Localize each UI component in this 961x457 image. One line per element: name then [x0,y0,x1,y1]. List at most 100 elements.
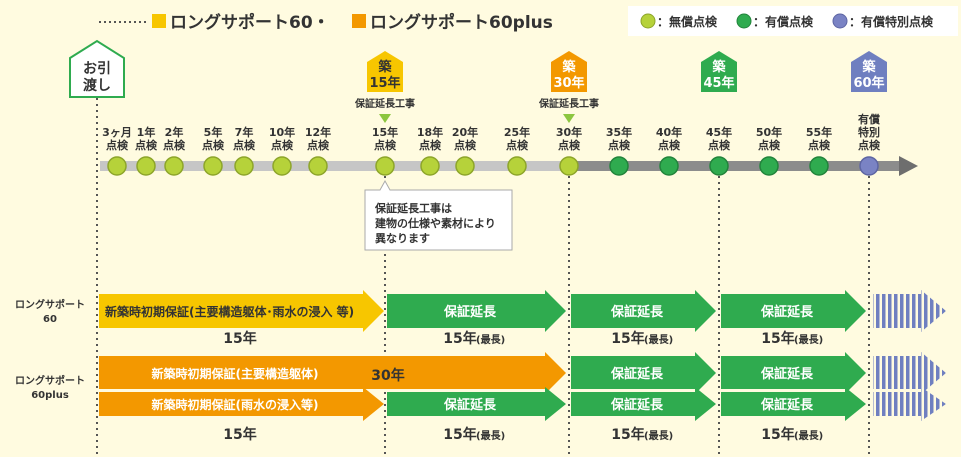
milestone-30-note: 保証延長工事 [538,97,599,110]
inspection-label-1: 55年 [806,125,832,139]
plan60-ext1-years: 15年 [443,330,476,347]
plan60plus-swatch [352,14,366,28]
plan60plus-ext2a-label: 保証延長 [610,366,664,382]
handover-line2: 渡し [83,77,111,94]
plan60-ext2-years: 15年 [611,330,644,347]
plan60plus-ext3b-arrow [721,387,866,421]
row-plan60plus: ロングサポート 60plus 新築時初期保証(主要構造躯体) 30年 新築時初期… [15,352,946,443]
legend-paid-label: ：有償点検 [753,14,814,29]
inspection-label-2: 点検 [307,138,330,152]
milestone-60-bottom: 60年 [853,75,884,91]
milestone-45-top: 築 [711,59,726,75]
inspection-label-2: 点検 [135,138,158,152]
inspection-label-1: 45年 [706,125,732,139]
inspection-label-1: 15年 [372,125,398,139]
inspection-dot [107,156,127,176]
plan60-swatch [152,14,166,28]
plan60plus-future-arrow-a [873,352,946,394]
inspection-dot [659,156,679,176]
inspection-label-1: 30年 [556,125,582,139]
inspection-label-1: 10年 [269,125,295,139]
milestone-30-house [551,51,587,92]
inspection-label-1: 20年 [452,125,478,139]
callout-box [364,179,513,251]
inspection-label-2: 点検 [419,138,442,152]
inspection-dot [859,156,879,176]
milestone-45-bottom: 45年 [703,75,734,91]
guide-lines [96,98,870,457]
inspection-label-2: 点検 [506,138,529,152]
milestone-45: 築 45年 [701,51,737,92]
plan60plus-ext1-label: 保証延長 [443,397,497,413]
plan60plus-future-arrow-b [873,387,946,421]
plan60-initial-arrow [99,290,384,332]
inspection-label-2: 点検 [233,138,256,152]
inspection-dot [136,156,156,176]
milestone-30: 築 30年 保証延長工事 [538,51,599,123]
plan60plus-structure-years: 30年 [371,367,404,384]
milestone-30-top: 築 [561,59,576,75]
row-plan60: ロングサポート 60 新築時初期保証(主要構造躯体･雨水の浸入 等) 15年 保… [15,290,946,347]
inspection-label-1: 5年 [204,125,223,139]
inspection-dot [375,156,395,176]
plan60plus-ext2-years: 15年 [611,426,644,443]
inspection-label-2: 点検 [163,138,186,152]
legend-special-label: ：有償特別点検 [849,14,934,29]
inspection-label-2: 点検 [271,138,294,152]
plan60plus-structure-label: 新築時初期保証(主要構造躯体) [152,366,319,381]
milestone-30-pointer [563,114,575,123]
inspection-label-1: 25年 [504,125,530,139]
plan60-ext2-arrow [571,290,716,332]
row-plan60plus-label2: 60plus [31,390,69,401]
inspection-label-2: 点検 [454,138,477,152]
plan60-label: ロングサポート60・ [170,12,330,33]
plan60-initial-years: 15年 [223,330,256,347]
inspection-dot [455,156,475,176]
plan60plus-ext2-suffix: (最長) [644,430,673,442]
plan60plus-ext3a-arrow [721,352,866,394]
plan60plus-label: ロングサポート60plus [370,12,553,33]
inspection-label-1: 35年 [606,125,632,139]
inspection-dot [272,156,292,176]
milestone-60: 築 60年 [851,51,887,92]
inspection-label-2: 点検 [858,138,881,152]
inspection-label-2: 点検 [374,138,397,152]
inspection-dot [559,156,579,176]
plan60plus-ext2b-arrow [571,387,716,421]
inspection-label-2: 点検 [202,138,225,152]
plan60-ext3-suffix: (最長) [794,334,823,346]
milestone-45-house [701,51,737,92]
callout-line1: 保証延長工事は [374,201,452,215]
milestone-30-bottom: 30年 [553,75,584,91]
handover-marker: お引 渡し [69,39,125,98]
inspection-dot [709,156,729,176]
inspection-dots [107,156,879,176]
milestone-60-house [851,51,887,92]
plan60-initial-label: 新築時初期保証(主要構造躯体･雨水の浸入 等) [105,304,354,319]
plan60-ext2-label: 保証延長 [610,304,664,320]
plan60plus-ext2b-label: 保証延長 [610,397,664,413]
plan60plus-ext1-suffix: (最長) [476,430,505,442]
inspection-label-1: 特別 [858,125,880,139]
plan60-ext1-label: 保証延長 [443,304,497,320]
inspection-dot [507,156,527,176]
callout: 保証延長工事は 建物の仕様や素材により 異なります [364,179,513,251]
plan60plus-water-arrow [99,387,384,421]
inspection-label-0: 有償 [858,112,881,126]
plan60plus-ext1-arrow [387,387,566,421]
plan60plus-ext3-suffix: (最長) [794,430,823,442]
legend-free-dot [640,13,656,29]
timeline-arrowhead [899,156,918,176]
inspection-label-1: 1年 [137,125,156,139]
inspection-label-1: 7年 [235,125,254,139]
legend-paid-dot [736,13,752,29]
timeline-bar-light [100,161,570,171]
plan60plus-ext3a-label: 保証延長 [760,366,814,382]
header: ロングサポート60・ ロングサポート60plus [99,12,553,33]
inspection-label-1: 3ヶ月 [102,126,132,139]
milestone-15-bottom: 15年 [369,75,400,91]
plan60plus-ext3-years: 15年 [761,426,794,443]
plan60-ext1-arrow [387,290,566,332]
callout-line3: 異なります [375,232,430,245]
